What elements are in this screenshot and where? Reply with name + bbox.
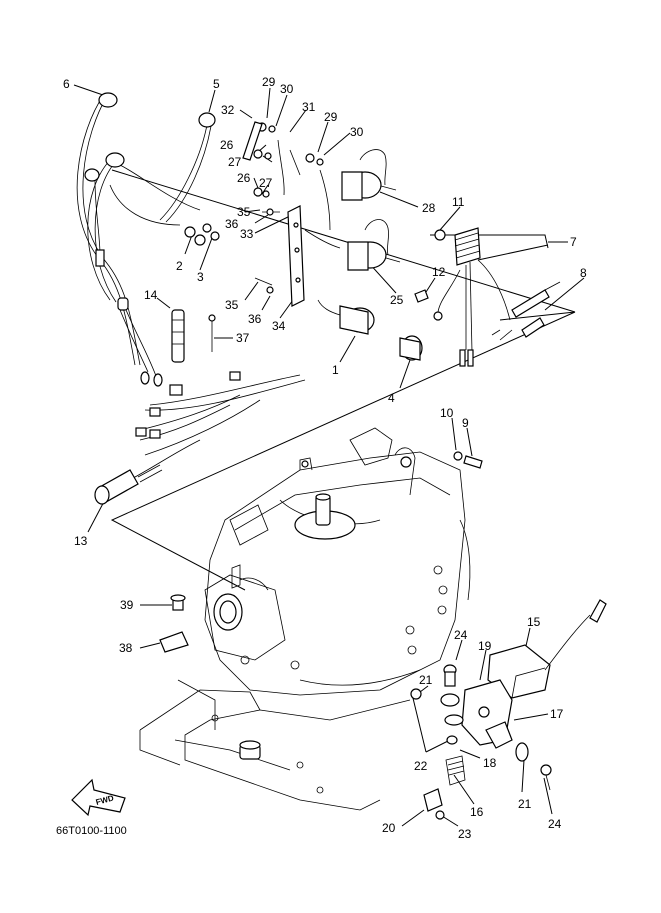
callout-23: 23 xyxy=(458,827,472,841)
callout-34: 34 xyxy=(272,319,286,333)
callout-27: 27 xyxy=(228,155,242,169)
callout-32: 32 xyxy=(221,103,235,117)
small-hardware xyxy=(184,121,483,469)
callout-35: 35 xyxy=(237,205,251,219)
main-switch-13 xyxy=(94,464,163,505)
callout-30: 30 xyxy=(350,125,364,139)
callout-17: 17 xyxy=(550,707,564,721)
callout-38: 38 xyxy=(119,641,133,655)
callout-33: 33 xyxy=(240,227,254,241)
callout-14: 14 xyxy=(144,288,158,302)
connector-8 xyxy=(491,281,561,341)
callout-12: 12 xyxy=(432,265,446,279)
callout-31: 31 xyxy=(302,100,316,114)
callout-11: 11 xyxy=(452,195,465,209)
relay-28 xyxy=(341,149,397,201)
callout-16: 16 xyxy=(470,805,484,819)
diagram-code: 66T0100-1100 xyxy=(56,825,127,837)
callout-10: 10 xyxy=(440,406,454,420)
callout-36: 36 xyxy=(225,217,239,231)
callout-18: 18 xyxy=(483,756,497,770)
callout-13: 13 xyxy=(74,534,88,548)
callout-22: 22 xyxy=(414,759,428,773)
callout-29: 29 xyxy=(262,75,276,89)
relay-25 xyxy=(347,219,401,271)
callout-labels: 6 5 29 30 32 31 29 30 26 27 26 27 28 35 … xyxy=(63,75,587,841)
callout-29: 29 xyxy=(324,110,338,124)
callout-24: 24 xyxy=(454,628,468,642)
callout-7: 7 xyxy=(570,235,577,249)
callout-26: 26 xyxy=(237,171,251,185)
callout-3: 3 xyxy=(197,270,204,284)
bolt-39-bracket-38 xyxy=(159,594,189,653)
callout-35: 35 xyxy=(225,298,239,312)
fwd-arrow-icon: FWD xyxy=(71,778,126,817)
lower-bracket xyxy=(139,679,411,811)
callout-6: 6 xyxy=(63,77,70,91)
callout-27: 27 xyxy=(259,176,273,190)
starter-relay-1 xyxy=(317,299,375,335)
callout-37: 37 xyxy=(236,331,250,345)
callout-1: 1 xyxy=(332,363,339,377)
rectifier-7 xyxy=(433,227,511,367)
callout-26: 26 xyxy=(220,138,234,152)
callout-15: 15 xyxy=(527,615,541,629)
callout-24: 24 xyxy=(548,817,562,831)
callout-19: 19 xyxy=(478,639,492,653)
callout-4: 4 xyxy=(388,391,395,405)
callout-2: 2 xyxy=(176,259,183,273)
wire-harness xyxy=(119,371,306,486)
callout-36: 36 xyxy=(248,312,262,326)
fuse-holder-4 xyxy=(399,335,423,361)
callout-30: 30 xyxy=(280,82,294,96)
relay-bracket xyxy=(277,139,341,307)
callout-9: 9 xyxy=(462,416,469,430)
callout-5: 5 xyxy=(213,77,220,91)
callout-21: 21 xyxy=(518,797,532,811)
engine-block xyxy=(204,427,471,696)
callout-20: 20 xyxy=(382,821,396,835)
callout-25: 25 xyxy=(390,293,404,307)
callout-39: 39 xyxy=(120,598,134,612)
sensor-15-17 xyxy=(410,599,607,820)
battery-cables xyxy=(76,92,216,387)
callout-8: 8 xyxy=(580,266,587,280)
callout-28: 28 xyxy=(422,201,436,215)
callout-21: 21 xyxy=(419,673,433,687)
